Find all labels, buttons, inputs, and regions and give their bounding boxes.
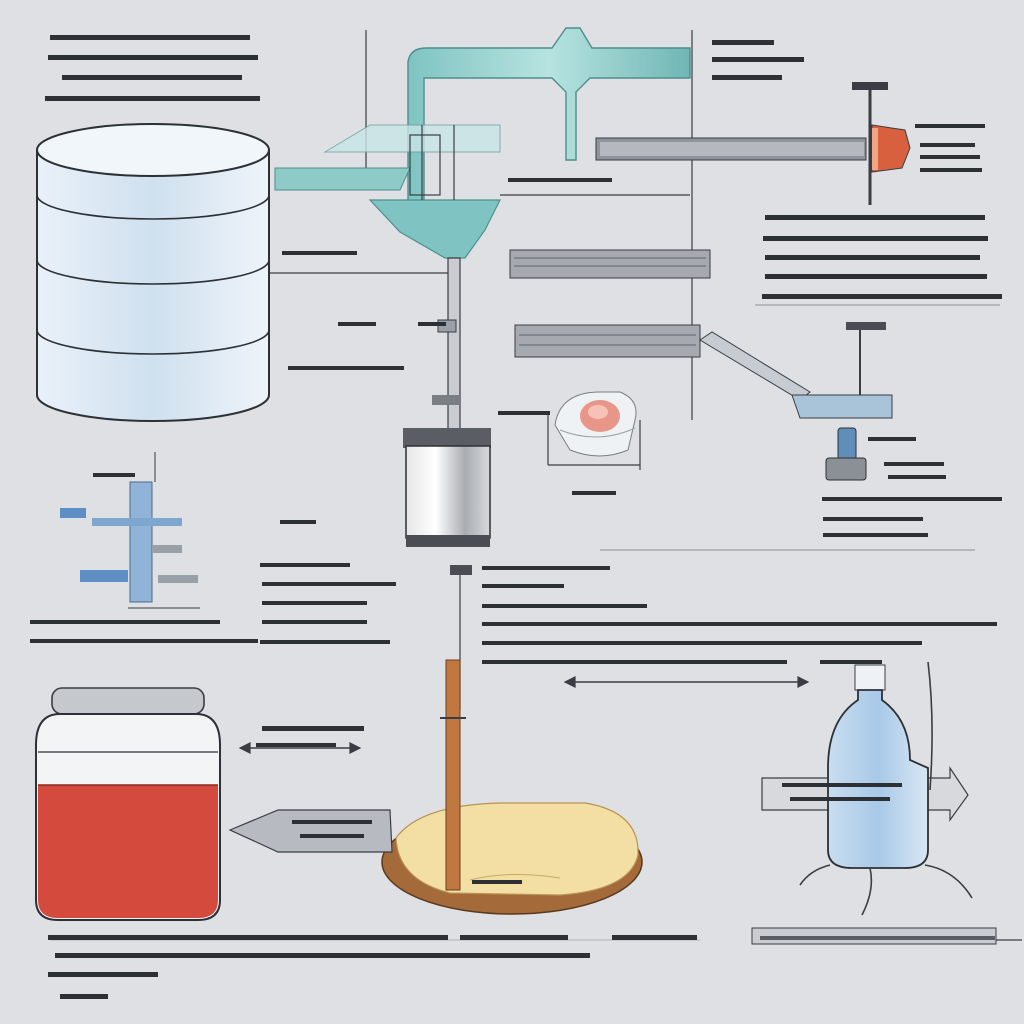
teal-pipe-assembly <box>274 27 691 259</box>
red-liquid-jar <box>35 687 221 921</box>
pump-device <box>825 427 867 481</box>
valve-cluster <box>60 452 200 609</box>
illegible-text-lines <box>30 35 1002 999</box>
red-float-valve <box>852 82 911 205</box>
cheese-board <box>381 565 643 915</box>
gray-bars-middle <box>509 249 711 358</box>
blue-flask <box>799 664 973 916</box>
glass-dish <box>554 391 637 457</box>
horizontal-bar-top <box>595 137 867 161</box>
steel-vessel <box>403 428 491 547</box>
chute <box>699 322 893 419</box>
storage-tank <box>36 123 270 422</box>
